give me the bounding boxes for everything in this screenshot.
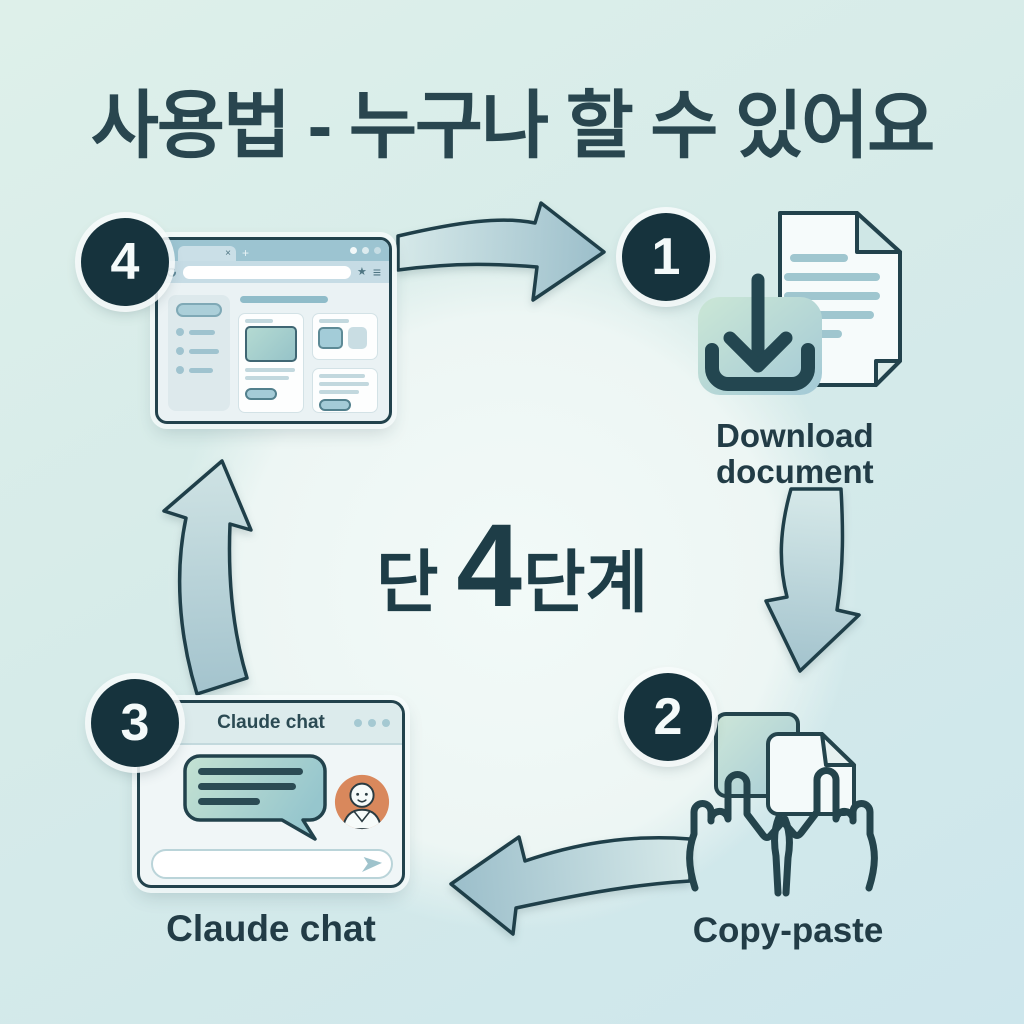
sidebar-list-item — [176, 347, 230, 355]
arrow-step3-to-step4 — [162, 459, 253, 696]
step-4-badge: 4 — [81, 218, 169, 306]
step-1-label-line1: Download — [716, 417, 874, 454]
step-2-number: 2 — [653, 688, 683, 746]
chat-window-title: Claude chat — [217, 712, 325, 733]
chat-window: Claude chat — [137, 700, 405, 888]
text-line — [319, 390, 359, 394]
card-button — [245, 388, 277, 400]
window-dot — [362, 247, 369, 254]
browser-tab: × — [178, 246, 236, 261]
bookmark-star-icon: ★ — [356, 265, 367, 278]
step-3-label: Claude chat — [166, 908, 376, 949]
window-dot — [374, 247, 381, 254]
content-card-main — [238, 313, 304, 413]
step-2-badge: 2 — [624, 673, 712, 761]
step-4-number: 4 — [110, 233, 140, 291]
chat-input-field — [151, 849, 393, 879]
sidebar-list-item — [176, 328, 230, 336]
browser-content — [158, 283, 389, 420]
page-heading-line — [240, 296, 328, 303]
window-dot — [368, 719, 376, 727]
step-3-number: 3 — [120, 694, 150, 752]
card-button — [319, 399, 351, 411]
chat-titlebar: Claude chat — [140, 703, 402, 745]
text-line — [189, 348, 219, 354]
text-line — [245, 319, 273, 323]
bullet-dot — [176, 347, 184, 355]
text-line — [319, 382, 369, 386]
text-line — [189, 329, 215, 335]
sidebar-list-item — [176, 366, 230, 374]
chat-bubble-icon — [183, 754, 327, 841]
text-line — [319, 374, 365, 378]
window-dot — [350, 247, 357, 254]
arrow-step1-to-step2 — [764, 487, 861, 673]
browser-urlrow: ★ ≡ — [158, 261, 389, 283]
arrow-step2-to-step3 — [449, 835, 692, 936]
text-line — [245, 376, 289, 380]
arrow-step4-to-step1 — [396, 201, 606, 302]
page-sidebar — [168, 295, 230, 411]
window-dot — [382, 719, 390, 727]
right-hand-icon — [771, 767, 878, 897]
text-line — [319, 319, 349, 323]
step-1-badge: 1 — [622, 213, 710, 301]
text-line — [245, 368, 295, 372]
browser-window: × + ★ ≡ — [155, 237, 392, 424]
step-1-number: 1 — [651, 228, 681, 286]
left-hand-icon — [686, 771, 793, 897]
step-1-label: Download document — [716, 418, 874, 490]
image-placeholder — [245, 326, 297, 362]
center-text-pre: 단 — [375, 545, 439, 621]
step-1-label-line2: document — [716, 453, 874, 490]
center-text-post: 단계 — [523, 545, 649, 621]
browser-topbar: × + — [158, 240, 389, 261]
page-title: 사용법 - 누구나 할 수 있어요 — [90, 84, 935, 167]
url-bar — [183, 265, 351, 279]
tab-close-icon: × — [225, 247, 231, 259]
chat-bubble-lines — [198, 768, 303, 805]
content-card-top-right — [312, 313, 378, 360]
step-3-badge: 3 — [91, 679, 179, 767]
bullet-dot — [176, 366, 184, 374]
new-tab-icon: + — [242, 246, 250, 260]
download-tray-icon — [698, 273, 822, 395]
copy-paste-hands-icon — [686, 712, 878, 897]
bullet-dot — [176, 328, 184, 336]
sidebar-button — [176, 303, 222, 317]
center-text: 단 4 단계 — [0, 498, 1024, 634]
thumbnail-block — [318, 327, 343, 349]
copied-page-front — [766, 732, 856, 816]
center-text-number: 4 — [456, 500, 522, 632]
text-line — [189, 367, 213, 373]
thumbnail-block — [348, 327, 367, 349]
user-avatar-icon — [334, 774, 390, 830]
chat-window-dots — [354, 719, 390, 727]
reload-icon — [167, 266, 176, 277]
step-2-label: Copy-paste — [692, 911, 884, 950]
window-dot — [354, 719, 362, 727]
content-card-bottom-right — [312, 368, 378, 413]
send-icon — [362, 856, 382, 872]
download-document-icon — [698, 211, 902, 395]
menu-icon: ≡ — [372, 264, 381, 280]
browser-window-dots — [350, 247, 381, 254]
